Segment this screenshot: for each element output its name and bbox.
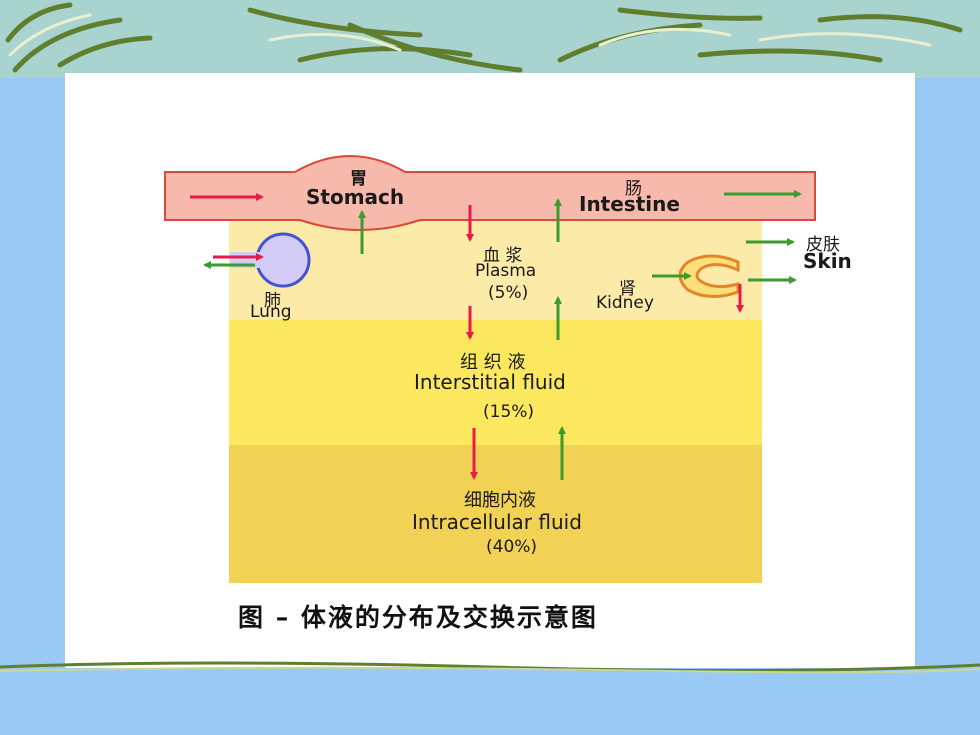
intracellular-zone [229,445,762,583]
lung-cn-label: 肺 [264,291,281,311]
intestine-cn-label: 肠 [625,179,642,199]
interstitial-en-label: Interstitial fluid [414,370,566,394]
bottom-rule-decoration [0,661,980,674]
skin-cn-label: 皮肤 [806,235,840,255]
interstitial-cn-label: 组 织 液 [460,352,526,373]
lung-en-label: Lung [250,302,292,322]
intracellular-cn-label: 细胞内液 [464,490,536,511]
kidney-icon [678,254,740,298]
interstitial-pct-label: (15%) [483,402,535,422]
stomach-cn-label: 胃 [350,169,367,189]
interstitial-zone [229,320,762,445]
kidney-en-label: Kidney [596,293,654,313]
intracellular-pct-label: (40%) [486,537,538,557]
figure-caption: 图 – 体液的分布及交换示意图 [238,603,598,632]
plasma-cn-label: 血 浆 [483,246,523,266]
gi-tube [164,155,816,231]
plasma-zone [229,220,762,320]
kidney-cn-label: 肾 [619,279,636,299]
plasma-pct-label: (5%) [488,283,529,303]
decorative-top-band [0,0,980,78]
intestine-en-label: Intestine [579,192,680,216]
intracellular-en-label: Intracellular fluid [412,510,582,534]
leaf-swirl-decoration [5,2,963,73]
stomach-en-label: Stomach [306,185,405,209]
plasma-en-label: Plasma [475,261,537,281]
skin-en-label: Skin [803,249,852,273]
